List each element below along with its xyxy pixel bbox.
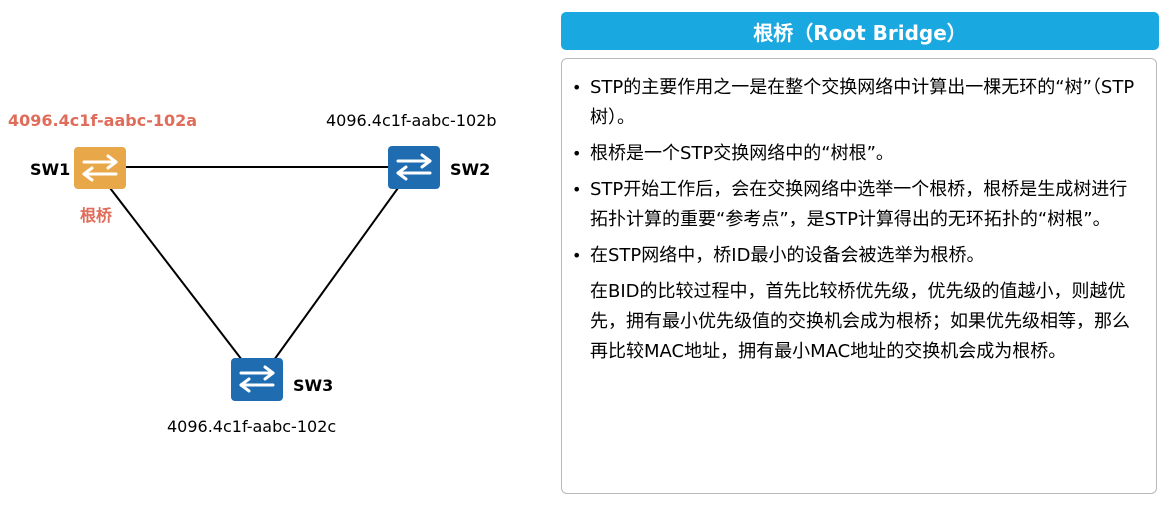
bullet-item: STP开始工作后，会在交换网络中选举一个根桥，根桥是生成树进行拓扑计算的重要“参… xyxy=(572,175,1144,235)
bullet-item: 根桥是一个STP交换网络中的“树根”。 xyxy=(572,139,1144,169)
topology-canvas xyxy=(74,146,440,401)
sw1-bridge-id: 4096.4c1f-aabc-102a xyxy=(8,111,198,130)
panel-title-bar: 根桥（Root Bridge） xyxy=(561,12,1159,50)
bid-comparison-note: 在BID的比较过程中，首先比较桥优先级，优先级的值越小，则越优先，拥有最小优先级… xyxy=(590,281,1130,362)
bullet-list: STP的主要作用之一是在整个交换网络中计算出一棵无环的“树”（STP树）。 根桥… xyxy=(562,59,1156,271)
switch-icon-sw3 xyxy=(231,358,283,401)
sw2-bridge-id: 4096.4c1f-aabc-102b xyxy=(326,111,497,130)
switch-icon-sw2 xyxy=(388,146,440,189)
switch-icon-sw1 xyxy=(74,147,126,189)
link-sw1-sw3 xyxy=(109,187,243,361)
sw3-bridge-id: 4096.4c1f-aabc-102c xyxy=(167,417,337,436)
stp-topology-diagram: 4096.4c1f-aabc-102a SW1 根桥 4096.4c1f-aab… xyxy=(0,0,560,507)
sw2-name: SW2 xyxy=(450,160,491,179)
bullet-item: STP的主要作用之一是在整个交换网络中计算出一棵无环的“树”（STP树）。 xyxy=(572,73,1144,133)
explanation-panel: STP的主要作用之一是在整个交换网络中计算出一棵无环的“树”（STP树）。 根桥… xyxy=(561,58,1157,494)
sw3-name: SW3 xyxy=(293,376,334,395)
panel-title: 根桥（Root Bridge） xyxy=(753,20,967,45)
root-bridge-label: 根桥 xyxy=(80,206,113,225)
bullet-item: 在STP网络中，桥ID最小的设备会被选举为根桥。 xyxy=(572,241,1144,271)
link-sw2-sw3 xyxy=(273,187,399,361)
sw1-name: SW1 xyxy=(30,160,71,179)
